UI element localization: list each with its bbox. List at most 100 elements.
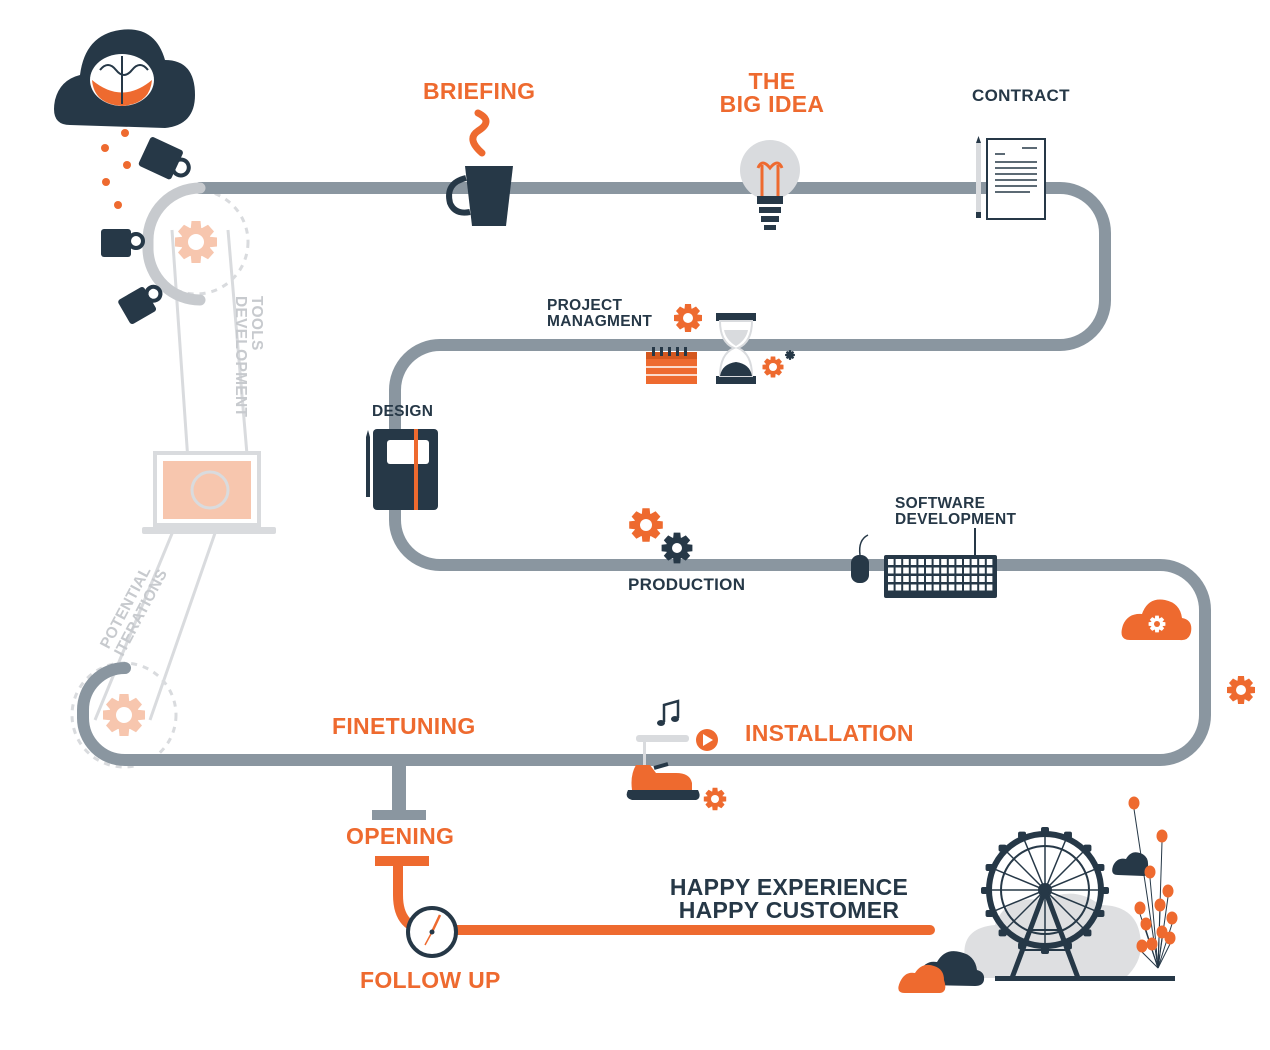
step-software-line2: DEVELOPMENT (895, 510, 1017, 528)
balloon (1164, 931, 1176, 945)
outcome-line1: HAPPY EXPERIENCE (669, 874, 909, 900)
brain-cloud-icon (54, 29, 195, 128)
balloon (1146, 937, 1158, 951)
balloon (1156, 925, 1168, 939)
wheel-spoke (1004, 889, 1046, 931)
balloon-string (1149, 877, 1159, 969)
drop-icons (101, 129, 131, 209)
step-big-idea-line1: THE (748, 68, 796, 94)
keyboard-key (979, 584, 985, 591)
keyboard-key (903, 584, 909, 591)
mouse-icon (851, 534, 869, 583)
step-design: DESIGN (372, 403, 434, 420)
keyboard-key (964, 559, 970, 565)
clock-icon (406, 906, 458, 958)
balloon (1144, 865, 1156, 879)
step-project-management-line2: MANAGMENT (547, 312, 653, 330)
lightbulb-icon (740, 140, 800, 230)
keyboard-key (926, 584, 932, 591)
hourglass-icon (716, 313, 756, 384)
wheel-spoke (992, 867, 1046, 891)
balloon (1134, 901, 1146, 915)
keyboard-key (948, 584, 955, 591)
keyboard-key (918, 567, 924, 574)
keyboard-key (948, 559, 955, 565)
keyboard-key (926, 576, 932, 582)
wheel-cabin (985, 864, 994, 872)
step-follow-up: FOLLOW UP (360, 967, 501, 993)
wheel-cabin (1101, 887, 1109, 894)
wheel-spoke (1044, 889, 1098, 913)
wheel-cabin (1041, 827, 1049, 834)
keyboard-key (986, 584, 993, 591)
tools-loop (142, 182, 206, 306)
tools-development-label: TOOLS DEVELOPMENT (232, 296, 265, 417)
wheel-spoke (1044, 889, 1086, 931)
outcome-label: HAPPY EXPERIENCE HAPPY CUSTOMER (660, 874, 918, 923)
keyboard-key (903, 576, 909, 582)
keyboard-key (926, 559, 932, 565)
keyboard-key (933, 576, 940, 582)
wheel-spoke (1044, 849, 1086, 891)
keyboard-key (948, 576, 955, 582)
keyboard-key (964, 567, 970, 574)
play-icon (696, 729, 718, 751)
balloon-string (1157, 937, 1163, 969)
wheel-spoke (1044, 837, 1068, 891)
keyboard-icon (884, 528, 997, 598)
keyboard-key (910, 559, 917, 565)
coffee-cup-icon (446, 109, 513, 226)
wheel-spoke (992, 889, 1046, 913)
coffee-cup-icon (101, 137, 191, 325)
wheel-cabin (1083, 844, 1092, 852)
step-installation: INSTALLATION (745, 720, 914, 746)
keyboard-key (941, 584, 947, 591)
wheel-cabin (1096, 864, 1105, 872)
balloon (1166, 911, 1178, 925)
keyboard-key (986, 576, 993, 582)
keyboard-key (910, 576, 917, 582)
keyboard-key (941, 559, 947, 565)
step-big-idea: THE BIG IDEA (712, 68, 832, 117)
wheel-cabin (998, 929, 1007, 937)
gear-icon (629, 508, 693, 564)
balloon (1128, 796, 1140, 810)
keyboard-key (971, 559, 978, 565)
keyboard-key (933, 567, 940, 574)
keyboard-key (964, 576, 970, 582)
keyboard-key (933, 559, 940, 565)
laptop-icon (142, 451, 276, 534)
wheel-cabin (1083, 929, 1092, 937)
wheel-cabin (981, 887, 989, 894)
step-opening: OPENING (346, 823, 455, 849)
wheel-spoke (1022, 837, 1046, 891)
step-project-management: PROJECT MANAGMENT (547, 298, 652, 330)
process-track (77, 182, 1211, 766)
wheel-cabin (1018, 831, 1027, 839)
keyboard-key (910, 584, 917, 591)
balloon-string (1157, 943, 1171, 969)
wheel-cabin (998, 844, 1007, 852)
gear-icon (785, 350, 795, 360)
keyboard-key (910, 567, 917, 574)
keyboard-key (895, 567, 902, 574)
keyboard-key (971, 567, 978, 574)
keyboard-key (948, 567, 955, 574)
balloon-string (1157, 923, 1173, 969)
keyboard-key (956, 576, 962, 582)
contract-document-icon (976, 136, 1046, 220)
music-note-icon (657, 699, 680, 726)
keyboard-key (918, 559, 924, 565)
balloon (1154, 898, 1166, 912)
keyboard-key (903, 559, 909, 565)
keyboard-key (979, 576, 985, 582)
keyboard-key (956, 584, 962, 591)
balloon (1156, 829, 1168, 843)
balloon (1162, 884, 1174, 898)
balloon (1140, 917, 1152, 931)
step-project-management-line1: PROJECT (547, 297, 623, 314)
wheel-spoke (1044, 867, 1098, 891)
step-contract: CONTRACT (972, 86, 1070, 105)
keyboard-key (986, 559, 993, 565)
